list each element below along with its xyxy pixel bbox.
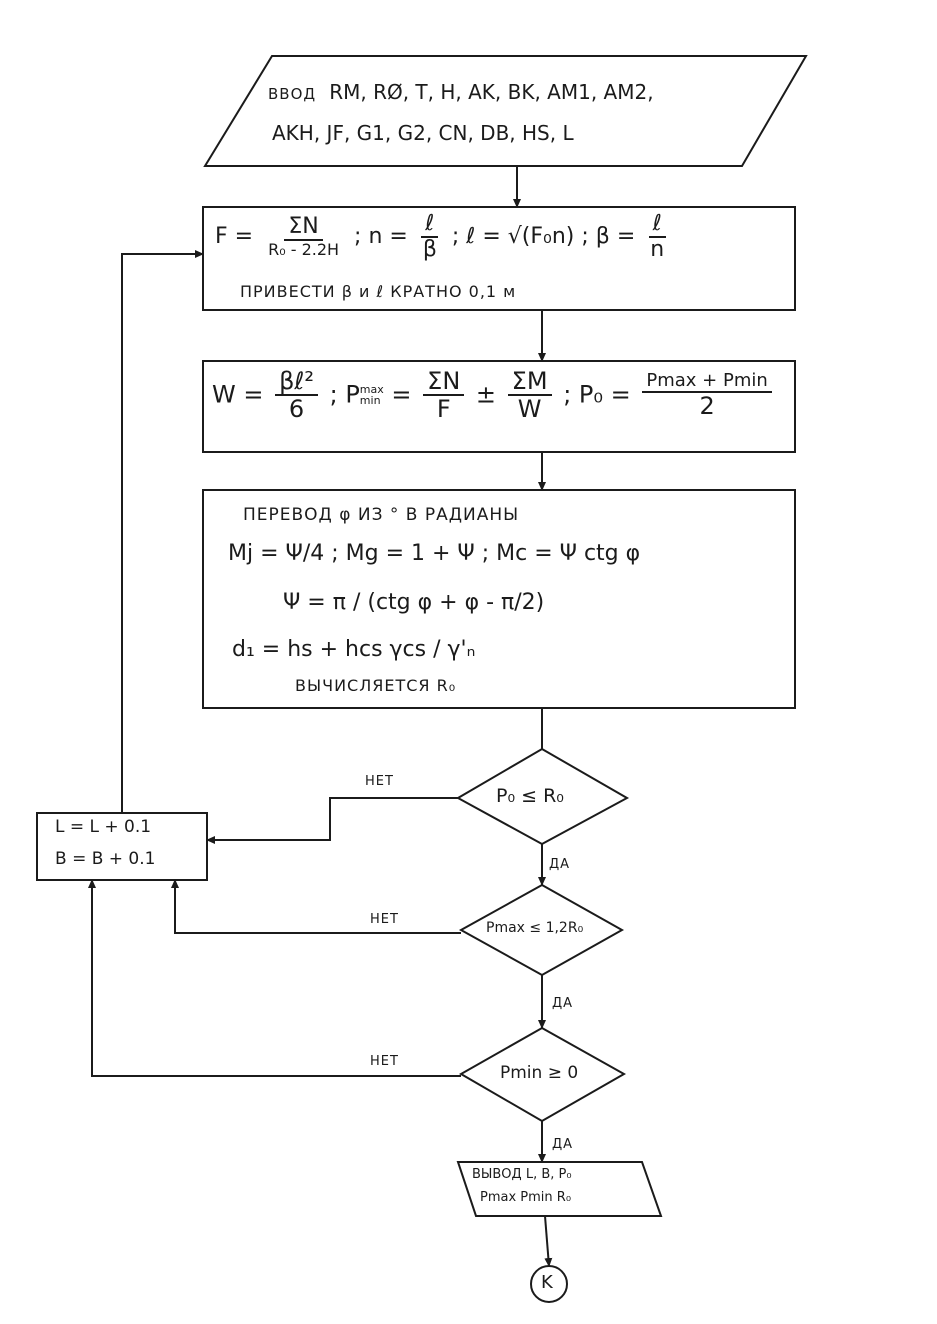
block1-l-expr: ; ℓ = √(F₀n): [451, 224, 575, 250]
block2-w-denominator: 6: [288, 395, 305, 424]
output-line-2: Pmax Pmin R₀: [480, 1190, 572, 1205]
input-keyword: ВВОД: [268, 85, 317, 103]
input-variables-2: AKH, JF, G1, G2, CN, DB, HS, L: [272, 121, 574, 145]
block1-n-numerator: ℓ: [421, 211, 439, 239]
block2-w-fraction: βℓ² 6: [275, 368, 318, 423]
decision2-yes-label: ДА: [552, 996, 574, 1011]
block1-f-fraction: ΣN R₀ - 2.2H: [264, 215, 343, 259]
block2-p0-fraction: Pmax + Pmin 2: [642, 371, 772, 421]
block2-p-denominator-2: W: [517, 395, 542, 424]
block1-b-numerator: ℓ: [648, 211, 666, 239]
block2-p-numerator-2: ΣM: [507, 368, 552, 397]
block1-f-lhs: F =: [215, 224, 254, 250]
block2-p0-denominator: 2: [699, 392, 715, 421]
input-variables-1: RM, RØ, T, H, AK, BK, AM1, AM2,: [329, 80, 654, 104]
block3-line-1: ПЕРЕВОД φ ИЗ ° В РАДИАНЫ: [243, 505, 520, 525]
block2-p-fraction-1: ΣN F: [423, 368, 465, 424]
block1-note: ПРИВЕСТИ β и ℓ КРАТНО 0,1 м: [240, 282, 517, 301]
block2-p-sup: max: [359, 383, 384, 397]
block1-b-fraction: ℓ n: [646, 211, 668, 263]
process-block-3: [202, 489, 796, 709]
block3-line-3: Ψ = π / (ctg φ + φ - π/2): [283, 590, 545, 615]
block2-p-lhs: ; P: [329, 380, 360, 409]
block1-n-denominator: β: [422, 237, 437, 263]
block2-p-sub: min: [359, 394, 381, 408]
block1-b-denominator: n: [650, 237, 665, 263]
block2-p0-lhs: ; P₀ =: [563, 380, 631, 409]
update-line-1: L = L + 0.1: [55, 817, 152, 837]
input-line-1: ВВОД RM, RØ, T, H, AK, BK, AM1, AM2,: [268, 80, 654, 104]
decision1-condition: P₀ ≤ R₀: [496, 785, 564, 807]
block2-plus-minus: ±: [475, 380, 497, 409]
terminator-label: K: [541, 1272, 553, 1293]
decision2-condition: Pmax ≤ 1,2R₀: [486, 920, 584, 936]
update-line-2: B = B + 0.1: [55, 849, 156, 869]
block2-w-lhs: W =: [212, 380, 264, 409]
block1-n-lhs: ; n =: [354, 224, 408, 250]
block1-b-lhs: ; β =: [581, 224, 636, 250]
block1-f-numerator: ΣN: [284, 215, 323, 242]
block2-w-numerator: βℓ²: [275, 368, 318, 397]
decision3-condition: Pmin ≥ 0: [500, 1063, 579, 1083]
block2-p-denominator-1: F: [436, 395, 451, 424]
block3-line-2: Mj = Ψ/4 ; Mg = 1 + Ψ ; Mc = Ψ ctg φ: [228, 541, 641, 566]
input-parallelogram: [203, 55, 808, 167]
decision2-no-label: НЕТ: [370, 912, 399, 927]
block1-n-fraction: ℓ β: [419, 211, 441, 263]
decision1-no-label: НЕТ: [365, 774, 394, 789]
output-line-1: ВЫВОД L, B, P₀: [472, 1167, 572, 1182]
block1-formulas: F = ΣN R₀ - 2.2H ; n = ℓ β ; ℓ = √(F₀n) …: [215, 211, 672, 263]
decision3-yes-label: ДА: [552, 1137, 574, 1152]
block2-p-numerator-1: ΣN: [423, 368, 465, 397]
output-parallelogram: [456, 1161, 663, 1217]
decision3-no-label: НЕТ: [370, 1054, 399, 1069]
process-block-1: [202, 206, 796, 311]
block1-f-denominator: R₀ - 2.2H: [268, 240, 340, 260]
decision1-yes-label: ДА: [549, 857, 571, 872]
block3-line-5: ВЫЧИСЛЯЕТСЯ R₀: [295, 676, 457, 695]
process-block-2: [202, 360, 796, 453]
block2-p-eq: =: [391, 380, 412, 409]
block2-p0-numerator: Pmax + Pmin: [642, 371, 772, 394]
block2-p-fraction-2: ΣM W: [507, 368, 552, 424]
block3-line-4: d₁ = hs + hcs γcs / γ'ₙ: [232, 637, 476, 662]
